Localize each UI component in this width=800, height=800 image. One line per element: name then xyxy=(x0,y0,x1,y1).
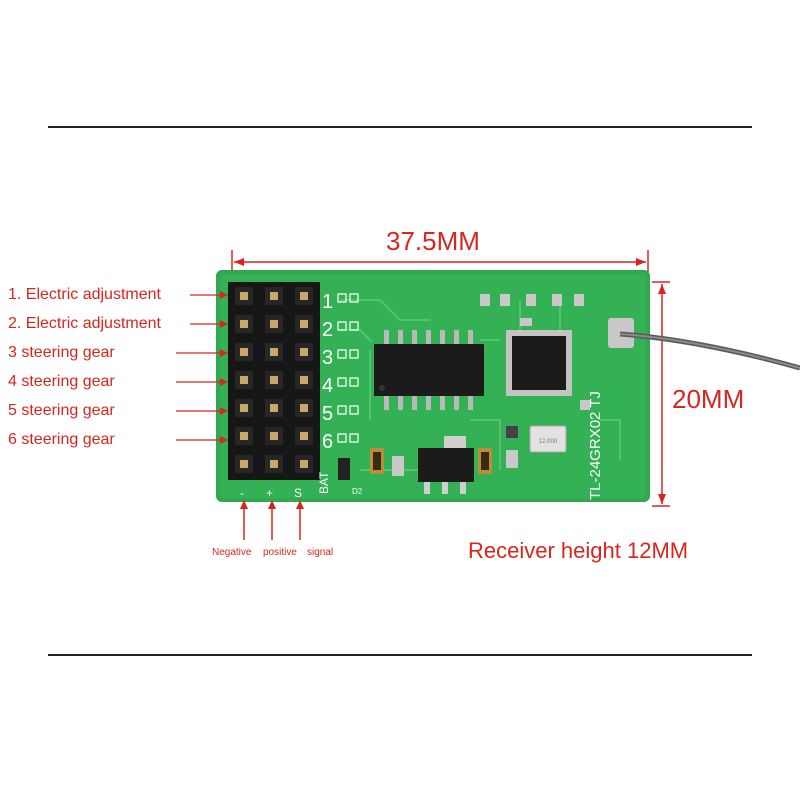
minus-mark: - xyxy=(240,486,244,500)
channel-number-5: 5 xyxy=(322,403,333,425)
pin-header xyxy=(228,282,320,480)
model-label: TL-24GRX02 TJ xyxy=(587,391,604,500)
antenna-wire xyxy=(608,318,800,371)
channel-number-4: 4 xyxy=(322,375,333,397)
channel-number-labels: 1 2 3 4 5 6 xyxy=(322,291,333,453)
top-divider-line xyxy=(48,126,752,128)
width-dimension-line xyxy=(231,250,649,272)
height-dimension-line xyxy=(652,281,670,507)
decoder-chip xyxy=(374,330,484,410)
pin-label-5: 5 steering gear xyxy=(8,402,115,419)
rf-chip xyxy=(506,330,572,396)
smd-components xyxy=(338,294,590,480)
pin-label-arrows xyxy=(176,291,228,444)
pin-label-2: 2. Electric adjustment xyxy=(8,315,161,332)
channel-number-2: 2 xyxy=(322,319,333,341)
width-dimension: 37.5MM xyxy=(386,226,480,256)
signal-mark: S xyxy=(294,486,302,500)
negative-label: Negative xyxy=(212,547,252,558)
crystal-oscillator: 12.000 xyxy=(529,425,567,453)
d2-label: D2 xyxy=(352,487,363,496)
channel-number-3: 3 xyxy=(322,347,333,369)
positive-label: positive xyxy=(263,547,297,558)
polarity-arrows xyxy=(240,500,304,540)
pin-label-6: 6 steering gear xyxy=(8,431,115,448)
pin-label-3: 3 steering gear xyxy=(8,344,115,361)
voltage-regulator xyxy=(418,436,474,494)
bat-label: BAT xyxy=(317,471,331,494)
signal-label: signal xyxy=(307,547,334,558)
channel-number-1: 1 xyxy=(322,291,333,313)
channel-number-6: 6 xyxy=(322,431,333,453)
receiver-height-label: Receiver height 12MM xyxy=(468,538,689,563)
plus-mark: + xyxy=(266,486,273,500)
crystal-label: 12.000 xyxy=(539,439,558,445)
pin-label-1: 1. Electric adjustment xyxy=(8,286,161,303)
height-dimension: 20MM xyxy=(672,384,745,414)
bottom-divider-line xyxy=(48,654,752,656)
pin-label-4: 4 steering gear xyxy=(8,373,115,390)
